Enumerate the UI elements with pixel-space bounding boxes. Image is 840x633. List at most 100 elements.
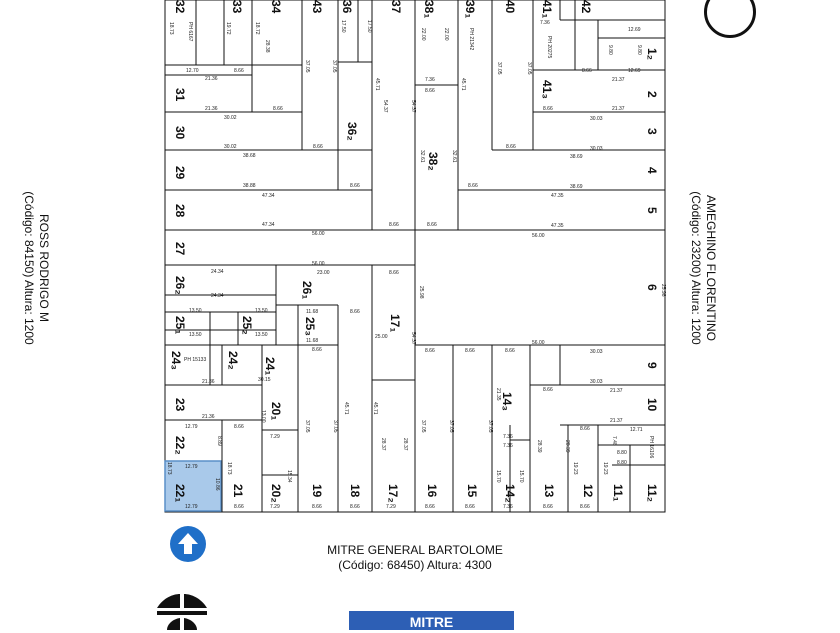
mitre-button[interactable]: MITRE [349,611,514,630]
dim-label: 21.37 [612,106,625,112]
dim-label: 24.34 [211,293,224,299]
plot-label: 25₃ [303,317,317,336]
dim-label: PH 6167 [187,22,193,42]
dim-label: 7.36 [503,443,513,449]
dim-label: PH 20275 [546,36,552,58]
dim-label: 8.66 [273,106,283,112]
north-button[interactable] [170,526,206,562]
plot-label: 4 [645,167,659,174]
dim-label: 30.03 [590,379,603,385]
dim-label: 56.00 [532,233,545,239]
dim-label: 24.34 [211,269,224,275]
dim-label: 13.50 [255,332,268,338]
plot-label: 24₃ [169,351,183,370]
street-name: ROSS RODRIGO M [37,213,51,322]
dim-label: 8.80 [617,460,627,466]
dim-label: 8.66 [389,222,399,228]
plot-label: 29 [173,166,187,180]
dim-label: 54.37 [382,100,388,113]
plot-label: 13 [542,484,556,498]
plot-label: 25₁ [173,316,187,334]
dim-label: 17.50 [366,20,372,33]
dim-label: 8.66 [312,504,322,510]
plot-label: 2 [645,91,659,98]
dim-label: 23.00 [317,270,330,276]
dim-label: 15.70 [495,470,501,483]
dim-label: 10.86 [214,478,220,491]
plot-label: 5 [645,207,659,214]
dim-label: 38.68 [243,153,256,159]
dim-label: 8.66 [234,68,244,74]
plot-label: 14₂ [503,484,517,503]
dim-label: PH 16106 [648,436,654,458]
dim-label: 32.61 [419,150,425,163]
dim-label: 18.73 [168,22,174,35]
plot-label: 10 [645,398,659,412]
dim-label: 8.66 [313,144,323,150]
dim-label: 8.66 [427,222,437,228]
dim-label: 38.69 [570,184,583,190]
plot-label: 20₁ [269,402,283,420]
dim-label: 45.71 [372,402,378,415]
dim-label: 21.35 [495,388,501,401]
dim-label: 7.36 [503,504,513,510]
plot-label: 11₁ [611,484,625,502]
plot-label: 18 [348,484,362,498]
dim-label: 11.68 [306,338,318,344]
dim-label: 7.29 [386,504,396,510]
plot-label: 40 [503,0,517,14]
dim-label: 7.36 [425,77,435,83]
dim-label: 25.98 [660,284,666,297]
dim-label: 30.03 [590,116,603,122]
street-detail: (Código: 84150) Altura: 1200 [22,191,36,345]
dim-label: 8.66 [465,348,475,354]
logo-icon [157,594,207,630]
dim-label: 47.34 [262,193,275,199]
plot-label: 23 [173,398,187,412]
dim-label: 8.80 [617,450,627,456]
plot-label: 16 [425,484,439,498]
dim-label: 19.72 [225,22,231,35]
dim-label: 8.66 [389,270,399,276]
dim-label: 12.79 [185,424,198,430]
dim-label: 37.05 [304,420,310,433]
plot-label: 1₂ [645,48,659,60]
dim-label: 15.70 [518,470,524,483]
dim-label: 22.00 [443,28,449,41]
plot-label: 14₃ [500,392,514,411]
dim-label: 37.05 [487,420,493,433]
dim-label: 30.02 [224,144,237,150]
dim-label: 11.68 [306,309,318,315]
plot-label: 27 [173,242,187,256]
street-name: AMEGHINO FLORENTINO [704,194,718,341]
dim-label: 9.80 [636,45,642,55]
dim-label: 8.66 [425,88,435,94]
street-detail: (Código: 23200) Altura: 1200 [689,191,703,345]
dim-label: 30.02 [224,115,237,121]
dim-label: 8.66 [234,504,244,510]
dim-label: 22.00 [420,28,426,41]
plot-label: 9 [645,362,659,369]
dim-label: 38.69 [570,154,583,160]
dim-label: 21.36 [205,106,218,112]
dim-label: 19.23 [602,462,608,475]
plot-label: 37 [389,0,403,14]
dim-label: 8.66 [425,504,435,510]
plot-label: 3 [645,128,659,135]
selected-plot[interactable] [164,460,222,512]
dim-label: 8.66 [582,68,592,74]
dim-label: 8.66 [543,106,553,112]
dim-label: 7.29 [270,434,280,440]
dim-label: 37.05 [331,60,337,73]
dim-label: 21.36 [202,414,215,420]
dim-label: 8.66 [543,387,553,393]
dim-label: 54.37 [410,332,416,345]
dim-label: 56.00 [532,340,545,346]
dim-label: 45.71 [343,402,349,415]
plot-label: 38₂ [426,152,440,171]
dim-label: 25.00 [375,334,388,340]
plot-label: 22₂ [173,436,187,455]
dim-label: 8.66 [505,348,515,354]
plot-label: 20₂ [269,484,283,503]
